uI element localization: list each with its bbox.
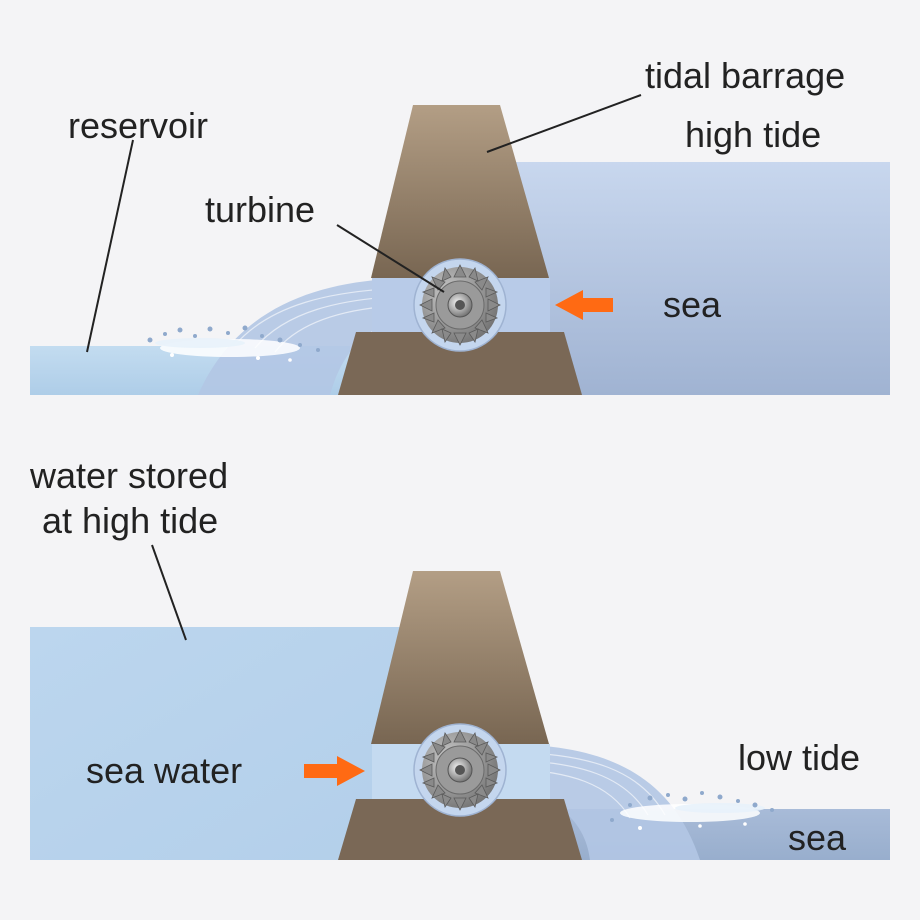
barrage-lower-top — [338, 332, 582, 395]
barrage-lower-bottom — [338, 799, 582, 860]
high-tide-label: high tide — [685, 114, 822, 155]
stored-water-leader-line — [151, 544, 187, 641]
turbine-rotor-top — [419, 264, 501, 346]
turbine-leader-line — [336, 224, 445, 293]
water-stored-label-line1: water stored — [30, 455, 229, 496]
top-panel — [30, 94, 890, 395]
barrage-upper-top — [371, 105, 549, 278]
splash-foam-bottom — [610, 791, 774, 830]
flow-arrow-bottom — [304, 756, 365, 786]
flow-arrow-top — [555, 290, 613, 320]
tidal-barrage-label: tidal barrage — [645, 55, 846, 96]
barrage-leader-line — [486, 94, 642, 153]
sea-label-top: sea — [663, 284, 722, 325]
barrage-upper-bottom — [371, 571, 549, 744]
bottom-panel — [30, 544, 890, 860]
sea-label-bottom: sea — [788, 817, 847, 858]
sea-water-high-tide — [515, 162, 890, 395]
sea-water-label: sea water — [86, 750, 243, 791]
turbine-label: turbine — [205, 189, 316, 230]
reservoir-label: reservoir — [68, 105, 209, 146]
water-stored-label-line2: at high tide — [42, 500, 219, 541]
turbine-rotor-bottom — [419, 729, 501, 811]
outflow-jet — [198, 278, 420, 395]
low-tide-label: low tide — [738, 737, 861, 778]
reservoir-leader-line — [86, 139, 134, 353]
stored-water-reservoir — [30, 627, 410, 860]
splash-foam — [147, 325, 320, 362]
